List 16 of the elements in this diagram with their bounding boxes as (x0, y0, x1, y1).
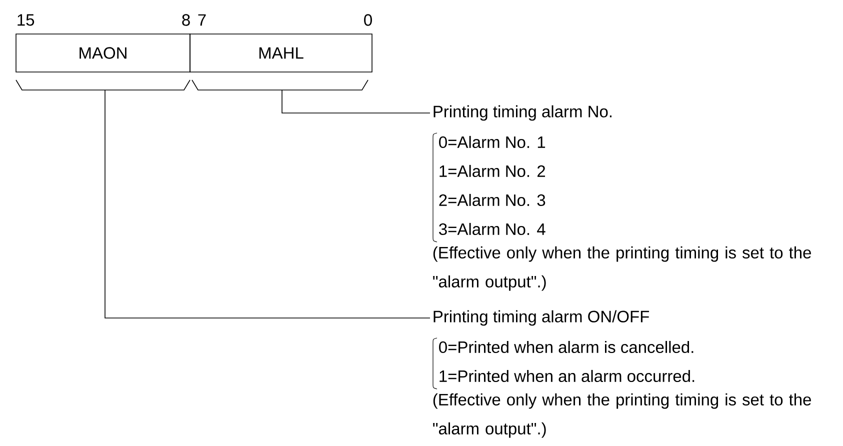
leader-line (282, 90, 430, 114)
note-text: (Effective only when the printing timing is set to the "alarm output".) (433, 246, 811, 291)
option-text: 1=Printed when an alarm occurred. (440, 370, 694, 382)
field-description: Printing timing alarm ON/OFF (434, 310, 649, 326)
bit-number: 8 (182, 14, 190, 26)
register-field: MAHL (190, 34, 372, 72)
leader-line (104, 90, 430, 318)
option-text: 0=Printed when alarm is cancelled. (439, 340, 694, 354)
field-description: Printing timing alarm No. (434, 105, 612, 121)
option-text: 3=Alarm No. 4 (439, 222, 546, 236)
note-text: (Effective only when the printing timing is set to the "alarm output".) (433, 393, 811, 438)
register-field: MAON (16, 34, 190, 72)
option-text: 2=Alarm No. 3 (439, 194, 546, 206)
option-text: 1=Alarm No. 2 (440, 164, 545, 178)
option-text: 0=Alarm No. 1 (439, 136, 546, 148)
bit-number: 7 (198, 14, 206, 26)
